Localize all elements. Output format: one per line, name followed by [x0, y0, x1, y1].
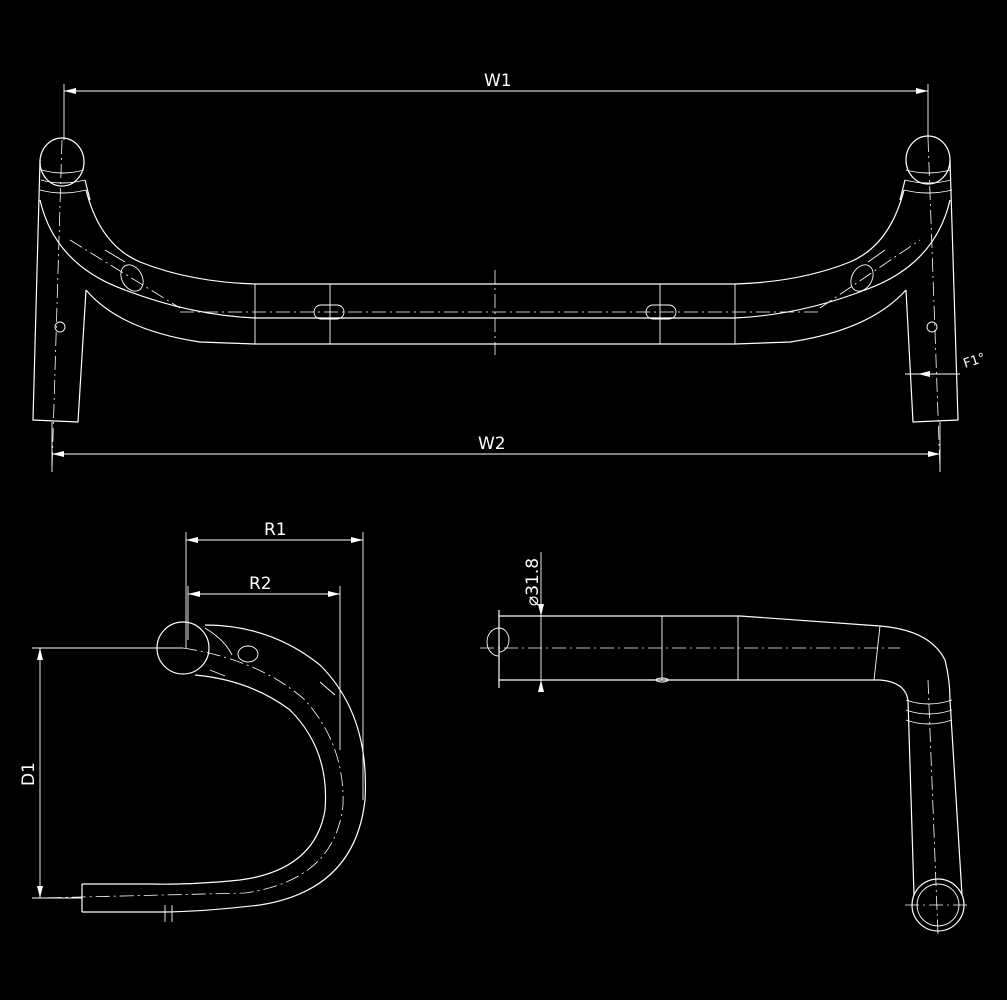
- top-view: W1 W2 F1°: [32, 71, 987, 472]
- r2-dimension: R2: [187, 574, 341, 750]
- top-bar-body: [39, 189, 951, 355]
- front-view: ⌀31.8: [480, 552, 970, 936]
- d1-label: D1: [19, 762, 39, 786]
- left-drop-end: [32, 137, 91, 471]
- clamp-diameter-label: ⌀31.8: [523, 558, 543, 606]
- w1-dimension: W1: [63, 71, 929, 140]
- clamp-diameter-dimension: ⌀31.8: [499, 552, 548, 692]
- w2-label: W2: [478, 434, 506, 454]
- flare-dimension: F1°: [905, 351, 987, 377]
- r2-label: R2: [249, 574, 272, 594]
- right-drop-end: [899, 135, 959, 471]
- w2-dimension: W2: [51, 422, 941, 472]
- r1-dimension: R1: [185, 520, 364, 800]
- side-view: R1 R2 D1: [19, 520, 367, 922]
- d1-dimension: D1: [19, 647, 183, 899]
- flare-label: F1°: [962, 351, 988, 372]
- w1-label: W1: [484, 71, 512, 91]
- r1-label: R1: [264, 520, 287, 540]
